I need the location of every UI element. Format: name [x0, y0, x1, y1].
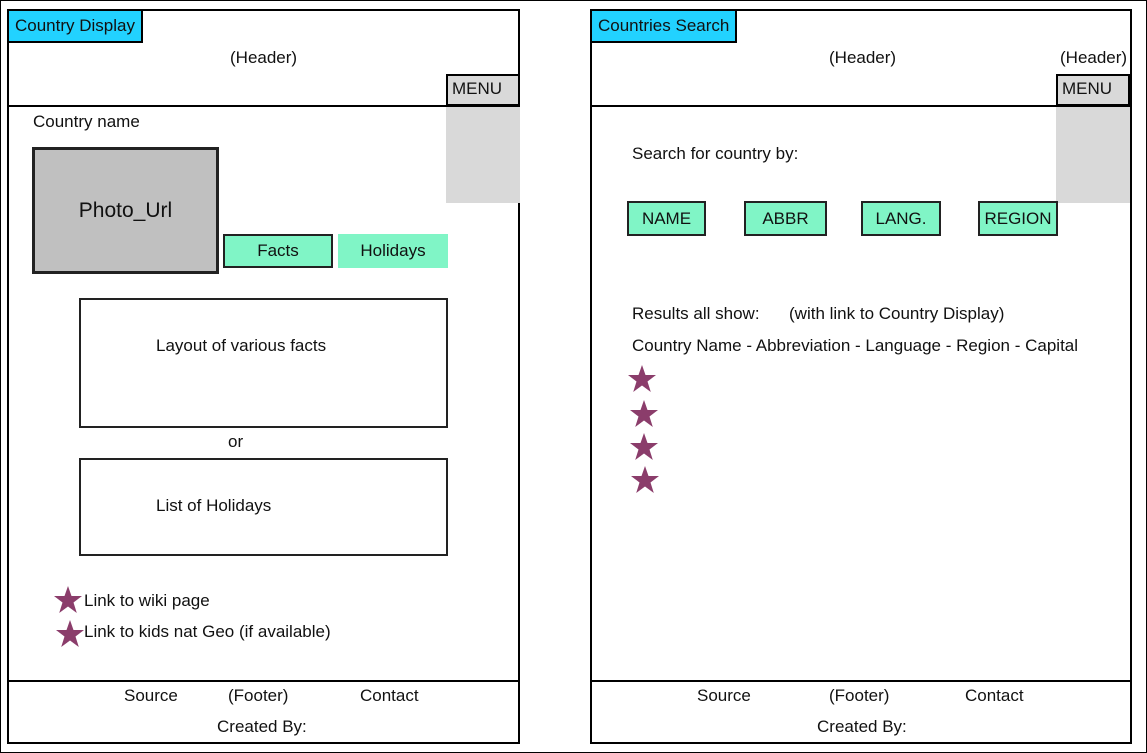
page-tag: Countries Search	[592, 11, 738, 43]
holidays-list-label: List of Holidays	[156, 496, 272, 515]
page-tag: Country Display	[9, 11, 143, 43]
or-label: or	[228, 432, 244, 451]
search-by-region-button[interactable]: REGION	[978, 201, 1058, 236]
search-by-language-button[interactable]: LANG.	[861, 201, 941, 236]
result-star-icon	[629, 399, 659, 429]
footer-created-by: Created By:	[817, 717, 907, 736]
results-label: Results all show:	[632, 304, 760, 323]
results-columns: Country Name - Abbreviation - Language -…	[632, 336, 1079, 355]
star-icon	[53, 585, 83, 615]
footer-divider	[9, 680, 518, 682]
footer-contact[interactable]: Contact	[965, 686, 1024, 705]
natgeo-kids-link[interactable]: Link to kids nat Geo (if available)	[84, 622, 331, 641]
facts-layout-box: Layout of various facts	[79, 298, 448, 428]
countries-search-wireframe: Countries Search (Header) (Header) MENU …	[590, 9, 1132, 744]
results-note: (with link to Country Display)	[789, 304, 1005, 323]
menu-button[interactable]: MENU	[1056, 74, 1130, 106]
header-divider	[592, 105, 1130, 107]
search-by-name-button[interactable]: NAME	[627, 201, 706, 236]
footer-source[interactable]: Source	[697, 686, 751, 705]
holidays-list-box: List of Holidays	[79, 458, 448, 556]
footer-label: (Footer)	[829, 686, 890, 705]
menu-dropdown	[446, 107, 520, 203]
header-divider	[9, 105, 518, 107]
wiki-link[interactable]: Link to wiki page	[84, 591, 210, 610]
facts-layout-label: Layout of various facts	[156, 336, 327, 355]
footer-divider	[592, 680, 1130, 682]
footer-created-by: Created By:	[217, 717, 307, 736]
country-name-label: Country name	[33, 112, 140, 131]
country-display-wireframe: Country Display (Header) MENU Country na…	[7, 9, 520, 744]
menu-dropdown	[1056, 107, 1130, 203]
result-star-icon	[627, 364, 657, 394]
facts-button[interactable]: Facts	[223, 234, 333, 268]
photo-label: Photo_Url	[78, 198, 173, 222]
header-label: (Header)	[230, 48, 298, 67]
search-prompt: Search for country by:	[632, 144, 799, 163]
result-star-icon	[629, 432, 659, 462]
header-label: (Header)	[829, 48, 897, 67]
search-by-abbr-button[interactable]: ABBR	[744, 201, 827, 236]
footer-label: (Footer)	[228, 686, 289, 705]
footer-source[interactable]: Source	[124, 686, 178, 705]
star-icon	[55, 619, 85, 649]
country-photo: Photo_Url	[32, 147, 219, 274]
header-label-right: (Header)	[1060, 48, 1128, 67]
result-star-icon	[630, 465, 660, 495]
footer-contact[interactable]: Contact	[360, 686, 419, 705]
holidays-button[interactable]: Holidays	[338, 234, 448, 268]
menu-button[interactable]: MENU	[446, 74, 520, 106]
